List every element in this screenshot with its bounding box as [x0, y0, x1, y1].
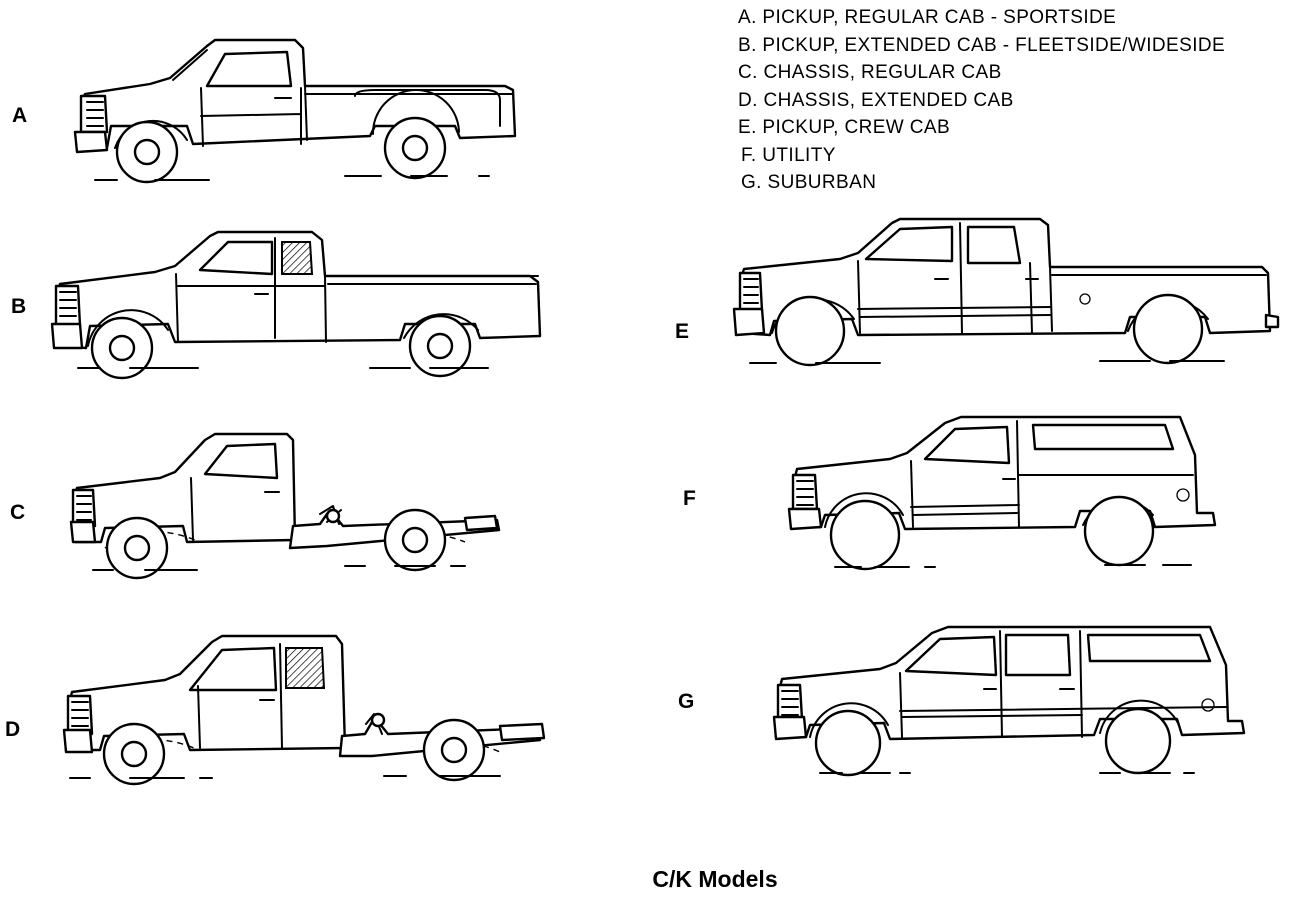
label-f: F: [683, 487, 696, 510]
chassis-extended-cab-icon: [60, 630, 550, 785]
legend-item-c: C. CHASSIS, REGULAR CAB: [738, 62, 1002, 83]
figure-caption: C/K Models: [652, 866, 778, 892]
legend-item-d: D. CHASSIS, EXTENDED CAB: [738, 89, 1014, 111]
utility-vehicle-icon: [785, 415, 1225, 575]
label-b: B: [11, 295, 27, 318]
legend-item-e: E. PICKUP, CREW CAB: [738, 117, 951, 138]
label-g: G: [678, 690, 695, 713]
pickup-extended-cab-fleetside-icon: [50, 230, 550, 380]
label-d: D: [5, 718, 21, 741]
model-legend: A. PICKUP, REGULAR CAB - SPORTSIDE B. PI…: [738, 4, 1225, 197]
label-e: E: [675, 320, 690, 343]
chassis-regular-cab-icon: [65, 430, 515, 580]
pickup-crew-cab-icon: [730, 215, 1290, 375]
suburban-vehicle-icon: [770, 625, 1250, 785]
label-a: A: [12, 104, 28, 127]
label-c: C: [10, 501, 26, 524]
legend-item-f: F. UTILITY: [741, 144, 836, 166]
legend-item-b: B. PICKUP, EXTENDED CAB - FLEETSIDE/WIDE…: [738, 34, 1226, 56]
legend-item-a: A. PICKUP, REGULAR CAB - SPORTSIDE: [738, 7, 1117, 28]
legend-item-g: G. SUBURBAN: [741, 172, 877, 193]
pickup-regular-cab-sportside-icon: [75, 36, 525, 186]
